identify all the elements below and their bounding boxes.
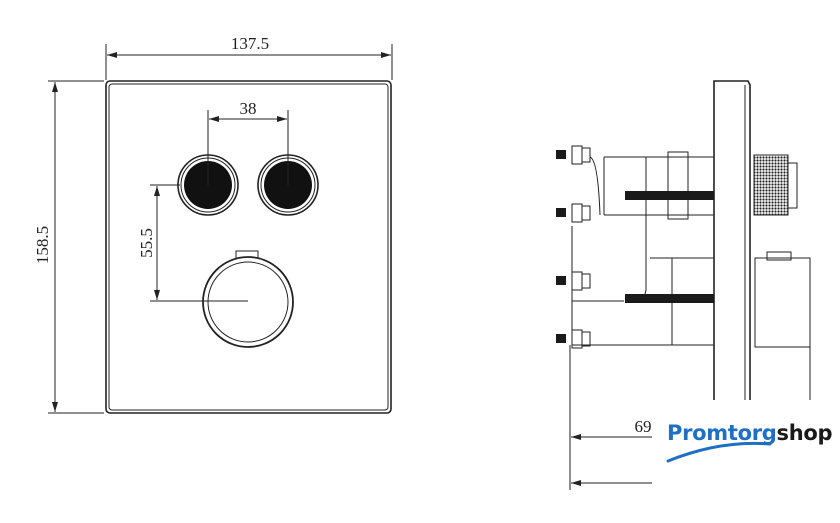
thermostat-knob (202, 250, 294, 348)
button-spacing-dimension: 38 (240, 99, 257, 118)
knob-offset-dimension: 55.5 (137, 228, 156, 258)
logo-text-primary: Promtorg (667, 421, 777, 445)
height-dimension: 158.5 (33, 226, 52, 264)
depth-dimension: 69 (635, 417, 652, 436)
width-dimension: 137.5 (231, 34, 269, 53)
side-view: 69 (556, 80, 811, 490)
threaded-rod (625, 191, 714, 200)
mounting-bolts (556, 145, 591, 349)
promtorgshop-logo: Promtorgshop (667, 421, 833, 445)
logo-swoosh (666, 441, 772, 463)
knurled-knob (753, 154, 789, 216)
threaded-rod (625, 294, 714, 303)
front-view: 137.5 158.5 38 55.5 (33, 34, 393, 414)
logo-text-secondary: shop (776, 421, 833, 445)
cover-plate (105, 80, 392, 414)
